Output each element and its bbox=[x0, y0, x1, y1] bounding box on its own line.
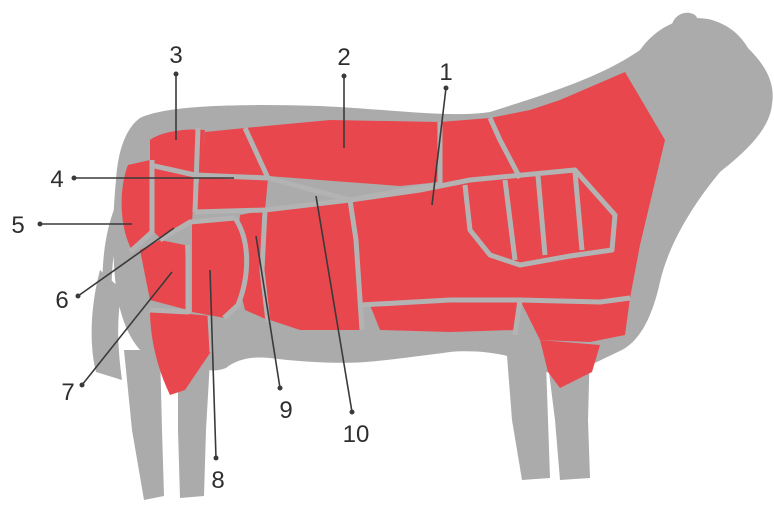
label-6: 6 bbox=[55, 287, 68, 314]
label-10: 10 bbox=[343, 421, 370, 448]
label-3: 3 bbox=[169, 42, 182, 69]
label-5: 5 bbox=[11, 212, 24, 239]
cut-2-region bbox=[245, 120, 440, 186]
label-8: 8 bbox=[211, 467, 224, 494]
cut-10-region bbox=[262, 200, 362, 330]
label-1: 1 bbox=[439, 59, 452, 86]
label-9: 9 bbox=[279, 397, 292, 424]
cut-foreleg-region bbox=[540, 340, 600, 388]
label-2: 2 bbox=[337, 44, 350, 71]
label-4: 4 bbox=[50, 166, 63, 193]
label-7: 7 bbox=[61, 379, 74, 406]
